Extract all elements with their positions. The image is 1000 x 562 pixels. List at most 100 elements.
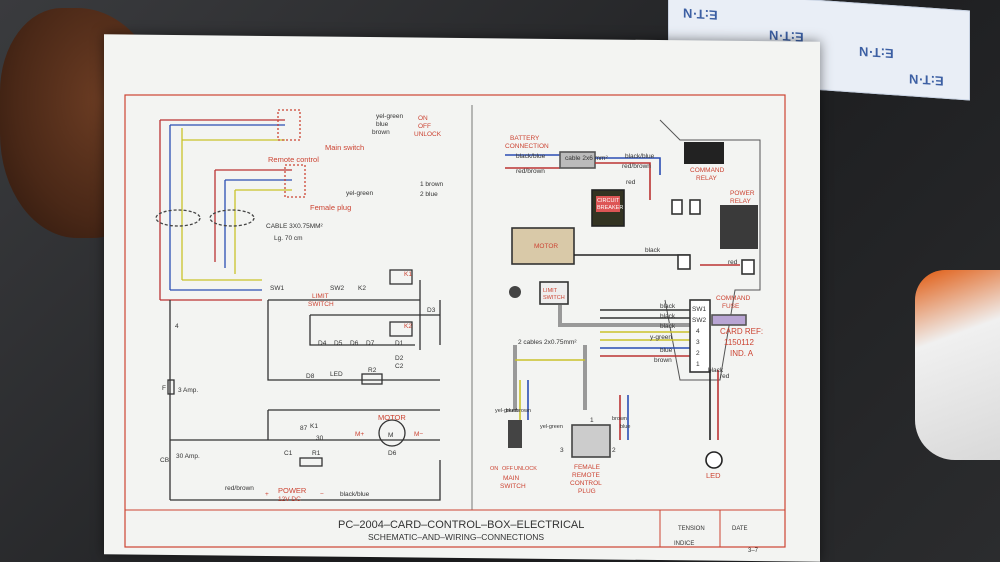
circuit-breaker-label: CIRCUIT: [597, 198, 620, 204]
wire-label: black: [660, 303, 676, 310]
wire-label: red: [728, 259, 738, 266]
wire-label: black: [660, 323, 676, 330]
cable-length: Lg. 70 cm: [274, 235, 303, 242]
k1-contact-label: K1: [310, 423, 318, 430]
d1-label: D1: [395, 340, 404, 347]
circuit-breaker-label: BREAKER: [597, 205, 623, 211]
orange-bag: [915, 270, 1000, 460]
state-label: OFF: [502, 466, 514, 472]
main-switch-label: SWITCH: [500, 483, 526, 490]
fuse-value: 3 Amp.: [178, 387, 198, 394]
female-plug-label: FEMALE: [574, 464, 601, 471]
female-plug-label: PLUG: [578, 488, 596, 495]
power-voltage: 12V DC: [278, 496, 301, 503]
terminal-label: SW1: [692, 306, 706, 313]
terminal-label: 2: [696, 350, 700, 357]
state-label: ON: [490, 466, 498, 472]
cable-label: cable 2x6 mm²: [565, 155, 608, 162]
wire-label: blue: [660, 347, 673, 354]
drawing-subtitle: SCHEMATIC–AND–WIRING–CONNECTIONS: [368, 532, 544, 542]
command-fuse-label: COMMAND: [716, 295, 751, 302]
fuse-label: F: [162, 385, 166, 392]
limit-switch-label: LIMIT: [312, 293, 329, 300]
sw1-label: SW1: [270, 285, 284, 292]
node-label: 4: [175, 323, 179, 330]
m-label: M: [388, 432, 393, 439]
k2-coil-label: K2: [404, 323, 412, 330]
state-label: UNLOCK: [514, 466, 537, 472]
diode-label: D5: [334, 340, 343, 347]
d8-label: D8: [306, 373, 315, 380]
wire-label: yel-green: [495, 408, 518, 414]
wire-label: brown: [654, 357, 672, 364]
page-border: [124, 94, 786, 548]
drawing-title: PC–2004–CARD–CONTROL–BOX–ELECTRICAL: [338, 519, 584, 531]
c1-label: C1: [284, 450, 293, 457]
diode-label: D4: [318, 340, 327, 347]
power-relay-label: POWER: [730, 190, 755, 197]
pin-label: 3: [560, 447, 564, 454]
state-label: UNLOCK: [414, 131, 442, 138]
wire-label: black: [645, 247, 661, 254]
main-switch-label: MAIN: [503, 475, 520, 482]
cable-label: CABLE 3X0.75MM²: [266, 223, 324, 230]
minus-label: −: [320, 491, 324, 498]
date-label: DATE: [732, 526, 748, 532]
command-relay-label: RELAY: [696, 175, 717, 182]
card-ref-label: CARD REF:: [720, 327, 763, 336]
wire-label: brown: [612, 416, 627, 422]
k1-label: K1: [404, 271, 412, 278]
ms-wire-label: blue: [376, 121, 389, 128]
limit-switch-label: SWITCH: [308, 301, 334, 308]
wire-label: black/blue: [516, 153, 546, 160]
pin-label: 1: [590, 417, 594, 424]
card-ref-number: 1150112: [724, 338, 755, 347]
pin-label: 2: [612, 447, 616, 454]
two-cables-label: 2 cables 2x0.75mm²: [518, 339, 577, 346]
remote-control-label: Remote control: [268, 155, 319, 164]
wire-label: blue: [620, 424, 630, 430]
wire-label: blue: [506, 408, 516, 414]
wire-label: black: [660, 313, 676, 320]
k1-contact: 30: [316, 435, 324, 442]
indice-label: INDICE: [674, 541, 694, 547]
ms-wire-label: yel-green: [376, 113, 403, 120]
schematic-section: [155, 109, 441, 501]
command-fuse-label: FUSE: [722, 303, 740, 310]
wire-label: black: [708, 367, 724, 374]
k1-contact: 87: [300, 425, 308, 432]
diode-label: D6: [350, 340, 359, 347]
d3-label: D3: [427, 307, 436, 314]
female-plug-label: REMOTE: [572, 472, 600, 479]
motor-label: MOTOR: [534, 243, 558, 250]
wire-label: black/blue: [340, 491, 370, 498]
c2-label: C2: [395, 363, 404, 370]
sw2-label: SW2: [330, 285, 344, 292]
wire-label: yel-green: [540, 424, 563, 430]
diode-label: D7: [366, 340, 375, 347]
cb-label: CB: [160, 457, 169, 464]
limit-switch-label: LIMIT: [543, 288, 558, 294]
m-plus-label: M+: [355, 431, 364, 438]
tension-label: TENSION: [678, 526, 705, 532]
led-label: LED: [330, 371, 343, 378]
wire-label: red: [626, 179, 636, 186]
k2-label: K2: [358, 285, 366, 292]
state-label: ON: [418, 115, 428, 122]
limit-switch-label: SWITCH: [543, 295, 565, 301]
command-relay-label: COMMAND: [690, 167, 725, 174]
terminal-label: 3: [696, 339, 700, 346]
r1-label: R1: [312, 450, 321, 457]
plug-wire-label: 1 brown: [420, 181, 444, 188]
ms-wire-label: brown: [372, 129, 390, 136]
d6-label: D6: [388, 450, 397, 457]
wire-label: red: [720, 373, 730, 380]
card-ind: IND. A: [730, 349, 754, 358]
m-minus-label: M−: [414, 431, 423, 438]
page-number: 3–7: [748, 548, 759, 554]
plus-label: +: [265, 491, 269, 498]
female-plug-label: CONTROL: [570, 480, 602, 487]
battery-label: CONNECTION: [505, 143, 549, 150]
r2-label: R2: [368, 367, 377, 374]
